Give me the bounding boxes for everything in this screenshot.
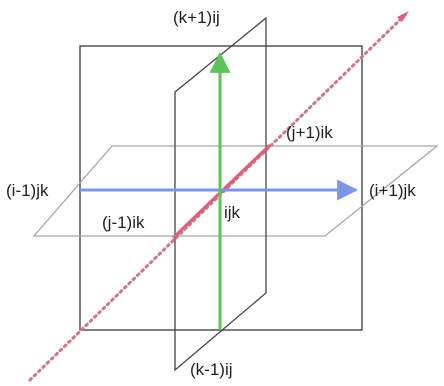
label-center: ijk bbox=[224, 203, 241, 222]
label-right: (i+1)jk bbox=[369, 181, 416, 200]
horizontal-plane bbox=[32, 145, 439, 237]
label-left: (i-1)jk bbox=[6, 181, 49, 200]
j-axis-dotted bbox=[28, 12, 408, 382]
j-axis-arrowhead bbox=[397, 11, 409, 22]
label-bottom: (k-1)ij bbox=[190, 360, 233, 379]
vertical-plane bbox=[174, 16, 267, 372]
label-upper-diag: (j+1)ik bbox=[286, 123, 333, 142]
label-top: (k+1)ij bbox=[173, 8, 220, 27]
label-lower-diag: (j-1)ik bbox=[102, 213, 145, 232]
